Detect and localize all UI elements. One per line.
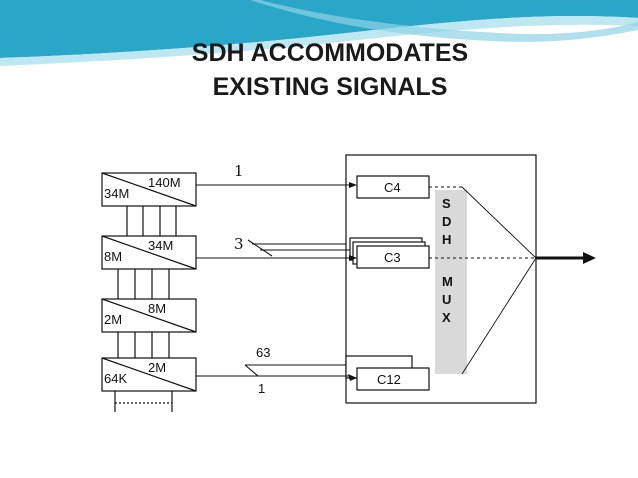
mux-3-high-label: 8M bbox=[148, 301, 166, 316]
mux-box-2 bbox=[101, 235, 197, 270]
sdh-equipment-frame bbox=[345, 154, 537, 404]
signal-c3 bbox=[196, 239, 350, 259]
tributary-lines-3 bbox=[117, 332, 170, 358]
header-banner bbox=[0, 0, 638, 67]
tributary-lines-2 bbox=[117, 269, 170, 299]
mux-box-4 bbox=[101, 357, 197, 392]
count-c4: 1 bbox=[234, 162, 244, 180]
signal-c12-arrowhead bbox=[348, 374, 357, 381]
multiplexer-stack bbox=[101, 172, 197, 412]
container-c12-label: C12 bbox=[377, 372, 401, 387]
mux-box-3 bbox=[101, 298, 197, 333]
mux-letter-h: H bbox=[442, 232, 451, 247]
count-c12-bottom: 1 bbox=[258, 381, 265, 396]
count-c12-top: 63 bbox=[256, 345, 270, 360]
mux-3-low-label: 2M bbox=[104, 312, 122, 327]
count-c3: 3 bbox=[234, 235, 244, 253]
container-c3-label: C3 bbox=[384, 250, 401, 265]
sdh-mux-block bbox=[435, 190, 467, 374]
banner-wave-dark bbox=[0, 0, 638, 58]
mux-letter-d: D bbox=[442, 214, 451, 229]
mux-1-high-label: 140M bbox=[148, 175, 181, 190]
mux-letter-u: U bbox=[442, 292, 451, 307]
signal-c12 bbox=[196, 364, 350, 377]
mux-4-high-label: 2M bbox=[148, 360, 166, 375]
mux-4-low-label: 64K bbox=[104, 371, 127, 386]
container-c4-label: C4 bbox=[384, 180, 401, 195]
slide-title-line-1: SDH ACCOMMODATES bbox=[191, 39, 469, 67]
mux-box-3-diagonal bbox=[101, 298, 197, 333]
mux-letter-s: S bbox=[442, 196, 451, 211]
mux-fan-in-lines bbox=[461, 186, 537, 375]
mux-box-1 bbox=[101, 172, 197, 207]
signal-c4-arrowhead bbox=[349, 182, 357, 188]
signal-c3-arrowhead bbox=[349, 255, 357, 261]
output-arrowhead bbox=[583, 252, 596, 264]
container-c3-stack bbox=[349, 237, 430, 269]
slide-title-line-2: EXISTING SIGNALS bbox=[212, 73, 448, 101]
mux-2-low-label: 8M bbox=[104, 249, 122, 264]
mux-box-1-diagonal bbox=[101, 172, 197, 207]
mux-box-2-diagonal bbox=[101, 235, 197, 270]
mux-letter-m: M bbox=[442, 274, 453, 289]
mux-1-low-label: 34M bbox=[104, 186, 129, 201]
mux-box-4-diagonal bbox=[101, 357, 197, 392]
banner-wave-light bbox=[0, 16, 638, 67]
container-c12-stack bbox=[345, 355, 430, 391]
tributary-lines-4 bbox=[114, 391, 173, 412]
tributary-lines-1 bbox=[126, 206, 177, 236]
mux-2-high-label: 34M bbox=[148, 238, 173, 253]
banner-swoosh bbox=[250, 0, 638, 42]
mux-letter-x: X bbox=[442, 310, 451, 325]
